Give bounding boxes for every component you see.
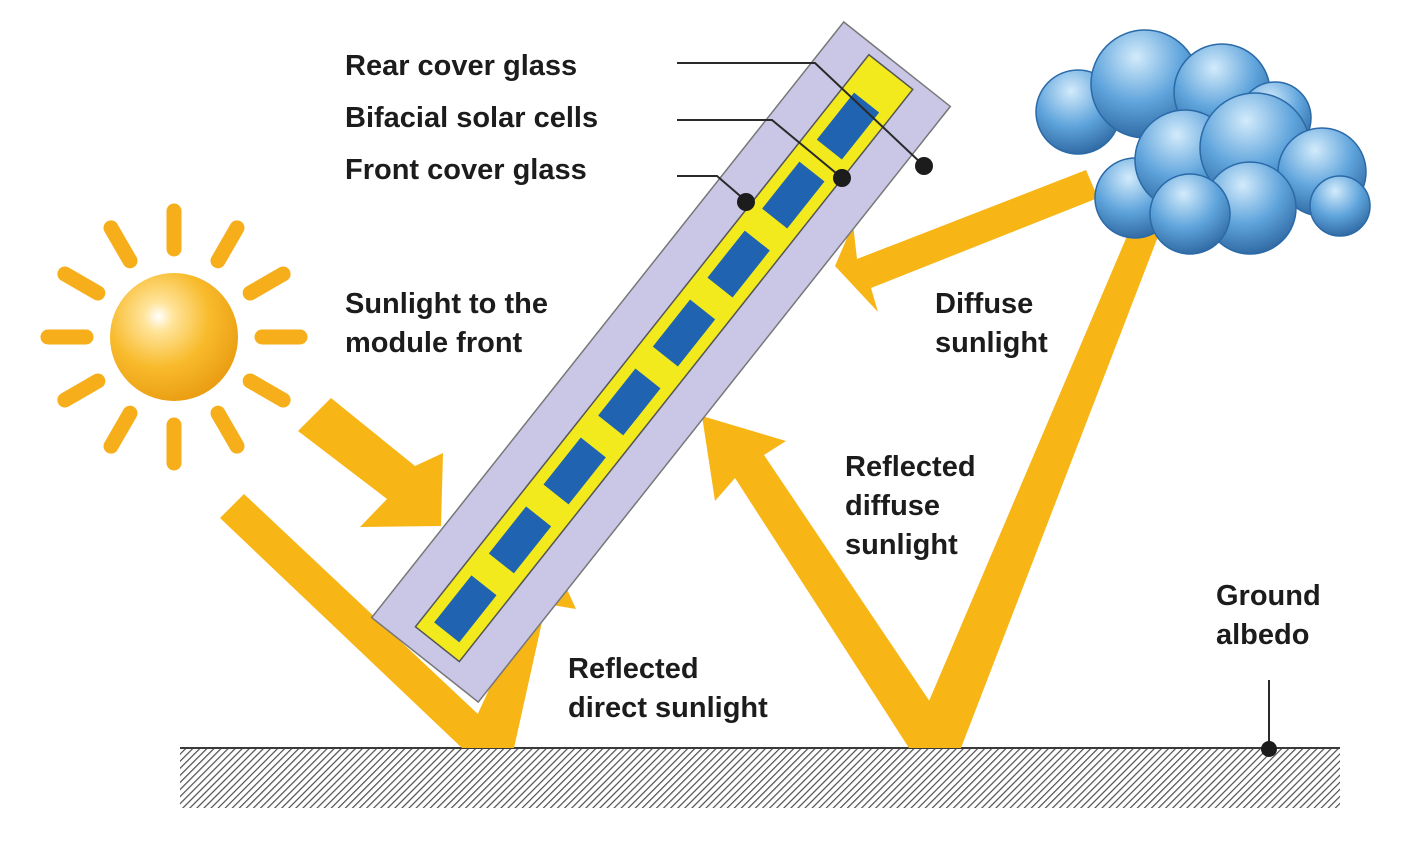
reflected-diffuse-label-line2: diffuse: [845, 490, 941, 522]
front-cover-glass-label: Front cover glass: [345, 154, 587, 186]
rear-glass-dot: [915, 157, 933, 175]
sun-ray: [103, 220, 138, 269]
sun-icon: [40, 203, 308, 471]
solar-cell: [707, 230, 770, 298]
sun-ray: [242, 373, 291, 408]
direct-ray-down: [220, 494, 514, 748]
reflected-diffuse-label-line3: sunlight: [845, 529, 958, 561]
front-glass-dot: [737, 193, 755, 211]
ground: [180, 747, 1340, 808]
sunlight-front-label-line1: Sunlight to the: [345, 288, 548, 320]
sunlight-front-label-line2: module front: [345, 327, 523, 359]
cells-dot: [833, 169, 851, 187]
sun-ray: [242, 266, 291, 301]
leader-lines: [677, 62, 1270, 749]
reflected-diffuse-arrow: [702, 416, 961, 748]
sun-ray: [210, 220, 245, 269]
albedo-dot: [1261, 741, 1277, 757]
bifacial-solar-cells-label: Bifacial solar cells: [345, 102, 599, 134]
cloud-icon: [1035, 29, 1371, 255]
sun-ray: [57, 373, 106, 408]
leader-dots: [737, 157, 1277, 757]
solar-cell: [543, 437, 606, 505]
reflected-direct-label-line2: direct sunlight: [568, 692, 768, 724]
sun-ray: [57, 266, 106, 301]
solar-cell: [434, 575, 497, 643]
front-sunlight-arrow: [298, 398, 443, 527]
reflected-diffuse-label-line1: Reflected: [845, 451, 976, 483]
diffuse-sunlight-label-line2: sunlight: [935, 327, 1048, 359]
diffuse-ray-down: [909, 215, 1164, 748]
cells-leader: [677, 119, 843, 179]
ground-albedo-label-line2: albedo: [1216, 619, 1310, 651]
rear-cover-glass-label: Rear cover glass: [345, 50, 578, 82]
solar-cell: [598, 368, 661, 436]
solar-cell: [762, 161, 825, 229]
sun-ray: [210, 405, 245, 454]
sun-ray: [103, 405, 138, 454]
solar-cell: [488, 506, 552, 574]
rear-glass-leader: [677, 62, 923, 165]
reflected-direct-label-line1: Reflected: [568, 653, 699, 685]
diffuse-sunlight-arrow: [835, 170, 1098, 312]
solar-cell: [652, 299, 716, 367]
diffuse-sunlight-label-line1: Diffuse: [935, 288, 1034, 320]
ground-albedo-label-line1: Ground: [1216, 580, 1321, 612]
front-glass-leader: [677, 175, 747, 202]
